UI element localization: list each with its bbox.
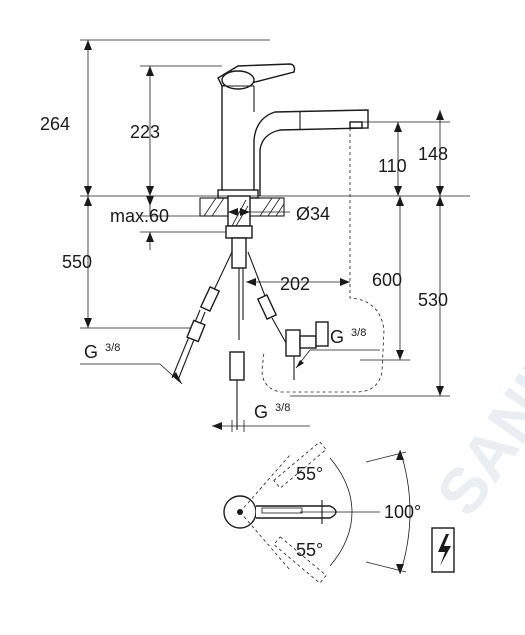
thread-right: G 3/8 <box>330 327 366 347</box>
thread-left: G 3/8 <box>84 342 120 362</box>
pullout-hose-path <box>261 128 385 393</box>
thread-bottom: G 3/8 <box>254 402 290 422</box>
top-view <box>223 441 411 584</box>
dim-148: 148 <box>418 144 448 164</box>
sink-plate <box>199 195 285 227</box>
dim-264: 264 <box>40 114 70 134</box>
dim-550: 550 <box>62 252 92 272</box>
lever-joint <box>221 70 255 90</box>
angle-bottom: 55° <box>296 540 323 560</box>
dim-600: 600 <box>372 270 402 290</box>
electric-warning-icon <box>431 527 455 573</box>
dim-530: 530 <box>418 290 448 310</box>
spout-nozzle <box>349 121 363 129</box>
dim-223: 223 <box>130 122 160 142</box>
watermark: SANITINO <box>422 236 525 528</box>
dim-dia34: Ø34 <box>296 204 330 224</box>
angle-top: 55° <box>296 464 323 484</box>
angle-total: 100° <box>384 502 421 522</box>
dim-110: 110 <box>378 156 407 176</box>
dim-max60: max.60 <box>110 206 169 226</box>
faucet-body <box>217 63 369 199</box>
dim-202: 202 <box>280 274 310 294</box>
supply-hoses <box>171 128 385 430</box>
faucet-column <box>221 86 369 197</box>
